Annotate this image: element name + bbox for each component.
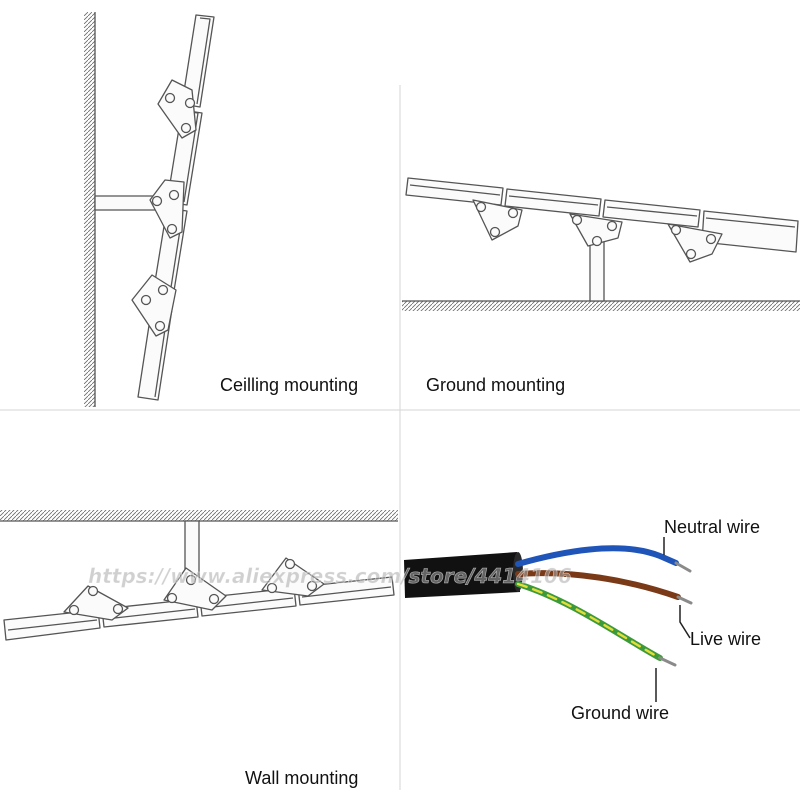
support-post xyxy=(589,239,605,302)
quadrant-dividers xyxy=(0,85,800,790)
light-panel xyxy=(297,576,395,606)
wall-mounting-illustration xyxy=(0,510,398,641)
ceiling-mounting-label: Ceilling mounting xyxy=(220,375,358,395)
power-cable-illustration xyxy=(404,537,693,702)
wall-mounting-label: Wall mounting xyxy=(245,768,358,788)
ceiling-hatch xyxy=(0,510,398,521)
ground-wire-label: Ground wire xyxy=(571,703,669,723)
ground-hatch xyxy=(402,301,800,311)
support-arm xyxy=(94,195,156,211)
live-wire xyxy=(515,570,681,600)
cable-sheath xyxy=(404,552,520,598)
neutral-wire-label: Neutral wire xyxy=(664,517,760,537)
light-panel xyxy=(181,14,215,108)
light-panel xyxy=(199,587,297,617)
light-panel xyxy=(405,177,504,206)
ground-mounting-illustration xyxy=(402,177,800,311)
light-panel xyxy=(101,598,199,628)
neutral-wire xyxy=(515,545,679,567)
light-panel xyxy=(602,199,701,228)
wall-hatch xyxy=(84,12,95,407)
ground-mounting-label: Ground mounting xyxy=(426,375,565,395)
ceiling-mounting-illustration xyxy=(84,12,215,407)
watermark-text: https://www.aliexpress.com/store/4414106 xyxy=(88,564,572,588)
leader-lines xyxy=(655,537,691,702)
live-wire-label: Live wire xyxy=(690,629,761,649)
light-panel xyxy=(504,188,602,217)
